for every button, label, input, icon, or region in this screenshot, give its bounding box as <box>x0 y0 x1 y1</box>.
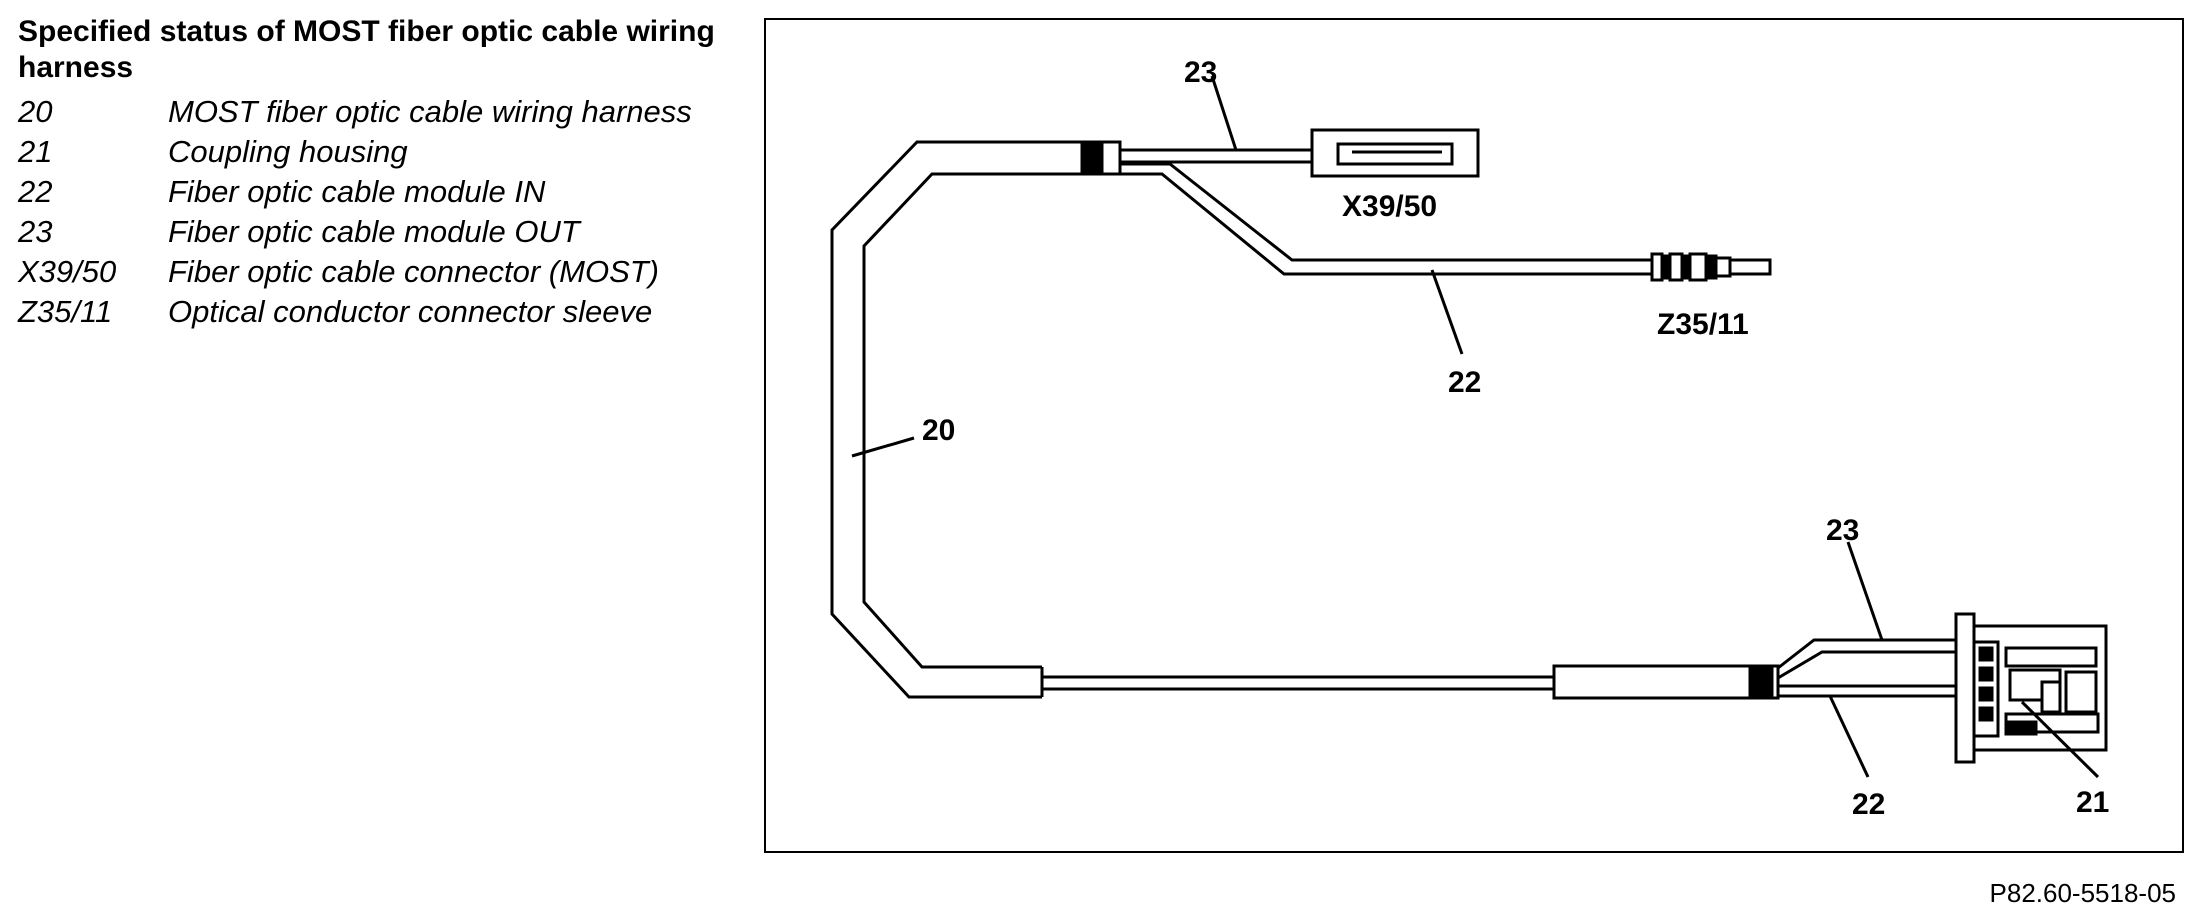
figure-reference: P82.60-5518-05 <box>1989 878 2176 908</box>
connector-x39-50-slot <box>1336 142 1454 166</box>
legend-table: 20 MOST fiber optic cable wiring harness… <box>18 92 692 332</box>
callout-22-bottom: 22 <box>1852 788 1885 821</box>
coupling-housing-21 <box>1954 612 2108 764</box>
harness-sleeve-bottom <box>1552 664 1752 700</box>
sleeve-z35-11 <box>1650 252 1772 282</box>
cable-23-bottom <box>1777 638 1970 680</box>
legend-row: 23 Fiber optic cable module OUT <box>18 212 692 252</box>
harness-sleeve-top <box>1100 140 1122 176</box>
legend-row: 21 Coupling housing <box>18 132 692 172</box>
callout-21: 21 <box>2076 786 2109 819</box>
cable-22-bottom <box>1778 684 1970 698</box>
legend-row: 22 Fiber optic cable module IN <box>18 172 692 212</box>
legend-row: Z35/11 Optical conductor connector sleev… <box>18 292 692 332</box>
legend-row: 20 MOST fiber optic cable wiring harness <box>18 92 692 132</box>
harness-drawing: 23 X39/50 Z35/11 22 20 23 22 21 <box>830 56 2109 821</box>
callout-23-top: 23 <box>1184 56 1217 89</box>
legend-code: 23 <box>18 214 53 249</box>
callout-23-bottom: 23 <box>1826 514 1859 547</box>
harness-20-inner <box>862 172 1085 669</box>
legend-description: Optical conductor connector sleeve <box>168 294 653 329</box>
leader-22-bottom <box>1828 695 1870 778</box>
callout-x39-50: X39/50 <box>1342 190 1437 223</box>
cable-22-top <box>1120 162 1652 276</box>
callout-22-top: 22 <box>1448 366 1481 399</box>
leader-20 <box>851 436 915 458</box>
leader-21 <box>2020 700 2100 779</box>
harness-20-outer <box>830 140 1085 699</box>
leader-23-top <box>1210 75 1238 151</box>
harness-sleeve-bottom-end <box>1770 664 1780 700</box>
cable-bottom-thin <box>1042 675 1554 691</box>
legend-code: Z35/11 <box>18 294 113 329</box>
legend-code: 22 <box>18 174 53 209</box>
legend-description: Fiber optic cable module IN <box>168 174 546 209</box>
legend-title: Specified status of MOST fiber optic cab… <box>18 15 715 84</box>
harness-band-bottom <box>1748 664 1774 700</box>
legend-code: 20 <box>18 94 53 129</box>
harness-band-top <box>1080 140 1104 176</box>
legend-description: Fiber optic cable connector (MOST) <box>168 254 660 289</box>
leader-23-bottom <box>1846 541 1884 641</box>
callout-z35-11: Z35/11 <box>1657 308 1749 341</box>
legend-description: MOST fiber optic cable wiring harness <box>168 94 692 129</box>
legend-code: 21 <box>18 134 53 169</box>
legend-code: X39/50 <box>18 254 117 289</box>
legend-row: X39/50 Fiber optic cable connector (MOST… <box>18 252 692 292</box>
legend-description: Coupling housing <box>168 134 408 169</box>
callout-20: 20 <box>922 414 955 447</box>
legend-description: Fiber optic cable module OUT <box>168 214 580 249</box>
legend: Specified status of MOST fiber optic cab… <box>18 14 718 332</box>
wiring-harness-diagram: 23 X39/50 Z35/11 22 20 23 22 21 <box>764 18 2184 853</box>
leader-22-top <box>1430 269 1464 355</box>
cable-23-top <box>1120 148 1312 164</box>
